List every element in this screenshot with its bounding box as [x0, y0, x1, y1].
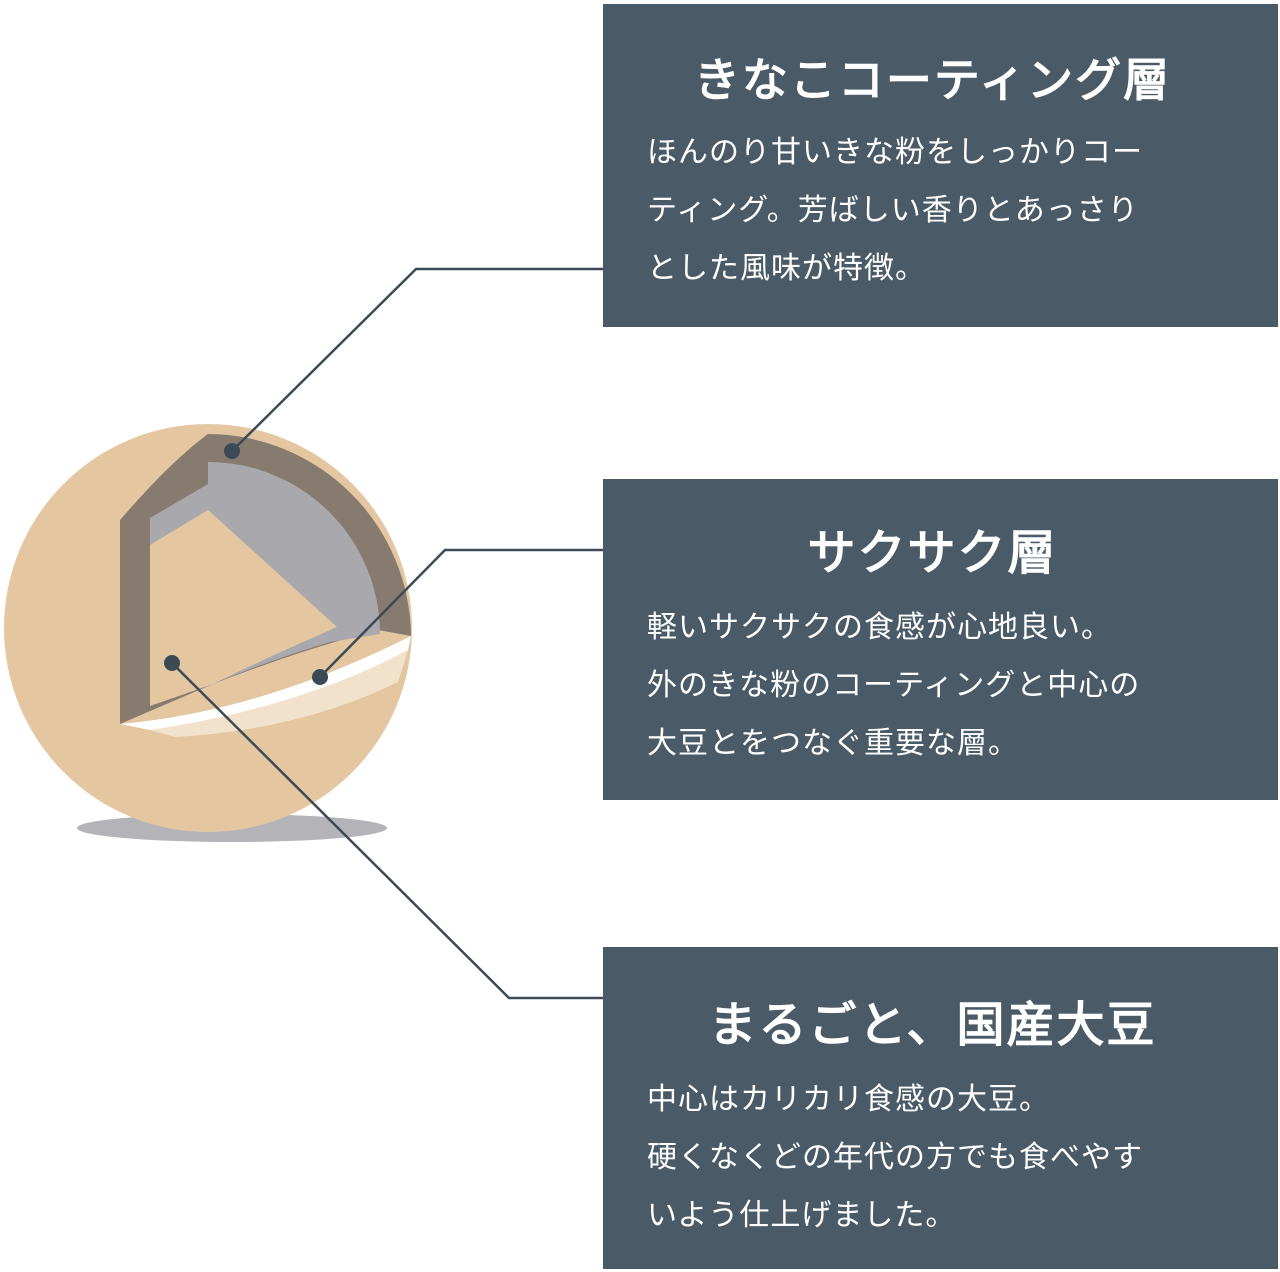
leader-line-core [171, 662, 603, 1000]
description-line: 中心はカリカリ食感の大豆。 [647, 1082, 1050, 1117]
coating-layer-panel: きなこコーティング層 ほんのり甘いきな粉をしっかりコー ティング。芳ばしい香りと… [603, 4, 1278, 327]
coating-layer-title: きなこコーティング層 [693, 53, 1172, 107]
soybean-core-description: 中心はカリカリ食感の大豆。 硬くなくどの年代の方でも食べやす いよう仕上げました… [647, 1071, 1218, 1245]
description-line: ティング。芳ばしい香りとあっさり [647, 193, 1139, 228]
cut-face-shadow [120, 434, 208, 724]
marker-crispy [312, 669, 328, 685]
description-line: 硬くなくどの年代の方でも食べやす [647, 1140, 1143, 1175]
description-line: いよう仕上げました。 [647, 1198, 957, 1233]
soybean-core-title: まるごと、国産大豆 [708, 997, 1157, 1053]
crispy-layer-title: サクサク層 [807, 525, 1058, 581]
description-line: 外のきな粉のコーティングと中心の [647, 668, 1141, 703]
marker-coating [224, 443, 240, 459]
description-line: とした風味が特徴。 [647, 251, 926, 286]
crispy-layer-description: 軽いサクサクの食感が心地良い。 外のきな粉のコーティングと中心の 大豆とをつなぐ… [647, 599, 1218, 773]
leader-line-crispy [319, 548, 603, 678]
coating-layer-description: ほんのり甘いきな粉をしっかりコー ティング。芳ばしい香りとあっさり とした風味が… [647, 124, 1218, 298]
marker-core [164, 655, 180, 671]
description-line: 軽いサクサクの食感が心地良い。 [647, 610, 1112, 645]
bean-core [150, 510, 337, 706]
bean-front-lip [150, 650, 408, 737]
description-line: 大豆とをつなぐ重要な層。 [647, 726, 1019, 761]
leader-line-coating [231, 267, 603, 452]
crispy-layer-panel: サクサク層 軽いサクサクの食感が心地良い。 外のきな粉のコーティングと中心の 大… [603, 479, 1278, 800]
description-line: ほんのり甘いきな粉をしっかりコー [647, 135, 1143, 170]
soybean-core-panel: まるごと、国産大豆 中心はカリカリ食感の大豆。 硬くなくどの年代の方でも食べやす… [603, 947, 1278, 1269]
